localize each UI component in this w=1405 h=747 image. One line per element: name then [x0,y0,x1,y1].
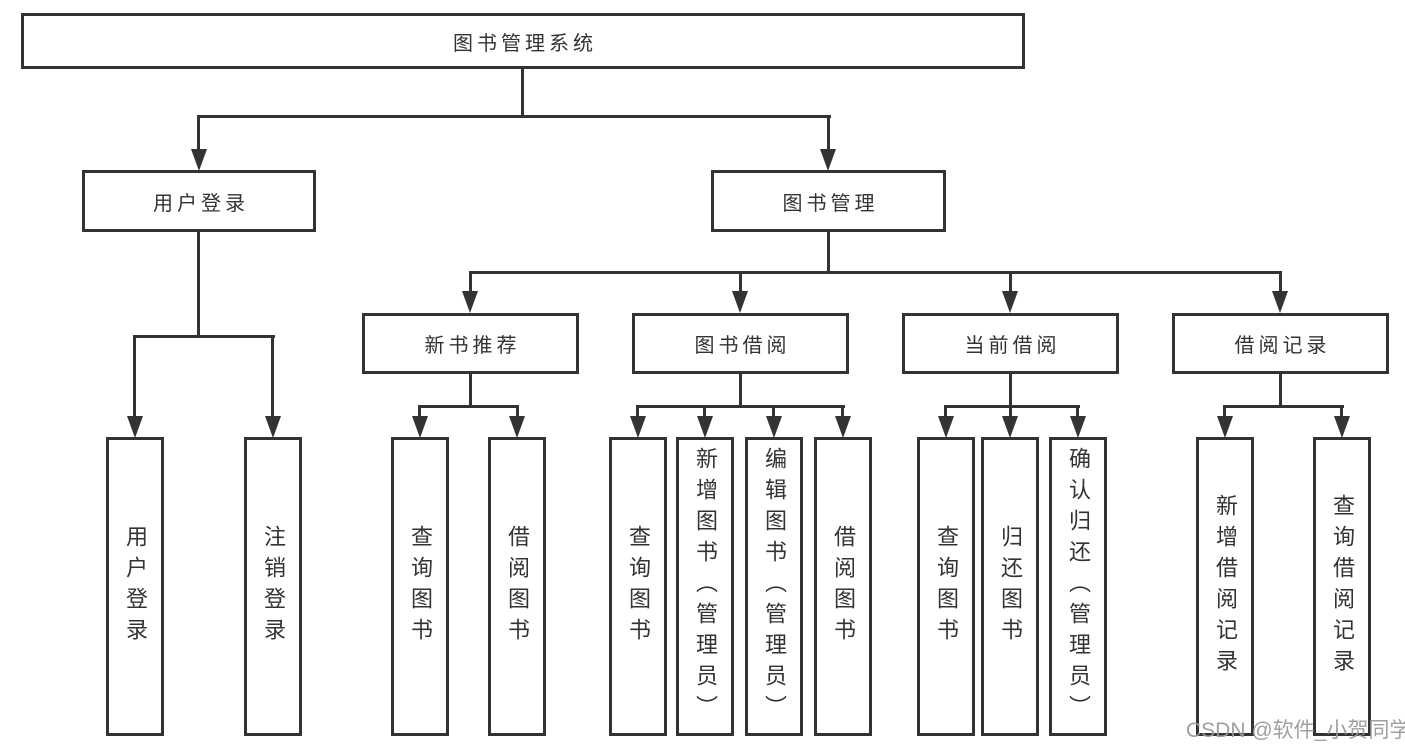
connector-root-branch [197,115,831,118]
connector-root-drop-left [197,115,200,149]
arrow-down-icon [835,416,851,438]
arrow-down-icon [820,149,836,171]
connector-bb-drop-4 [841,405,844,416]
connector-userlogin-drop-1 [133,335,136,416]
node-leaf-bb-edit-books-admin: 编辑图书（管理员） [745,437,803,736]
arrow-down-icon [412,416,428,438]
node-leaf-bb-edit-books-admin-label: 编辑图书（管理员） [762,447,787,726]
arrow-down-icon [1070,416,1086,438]
node-leaf-nbr-query-books-label: 查询图书 [408,524,433,649]
node-leaf-cb-return-books: 归还图书 [981,437,1039,736]
connector-cb-drop-1 [944,405,947,416]
connector-cb-branch [944,405,1080,408]
connector-nbr-drop-2 [516,405,519,416]
node-leaf-bb-query-books-label: 查询图书 [626,524,651,649]
connector-bb-stem [739,374,742,408]
connector-cb-stem [1009,374,1012,408]
node-leaf-bb-query-books: 查询图书 [609,437,667,736]
connector-br-drop-1 [1223,405,1226,416]
node-book-management: 图书管理 [711,170,946,232]
arrow-down-icon [630,416,646,438]
connector-bookmgmt-drop-3 [1009,271,1012,291]
arrow-down-icon [191,149,207,171]
connector-bookmgmt-drop-2 [739,271,742,291]
node-current-borrow: 当前借阅 [902,313,1119,374]
connector-root-stem [521,69,524,118]
connector-bookmgmt-drop-4 [1279,271,1282,291]
node-new-book-recommend: 新书推荐 [362,313,579,374]
node-new-book-recommend-label: 新书推荐 [424,335,521,357]
connector-bookmgmt-branch [469,271,1282,274]
arrow-down-icon [1002,291,1018,313]
node-leaf-cb-query-books-label: 查询图书 [934,524,959,649]
arrow-down-icon [938,416,954,438]
connector-bb-branch [636,405,845,408]
connector-br-stem [1279,374,1282,408]
node-leaf-bb-borrow-books-label: 借阅图书 [831,524,856,649]
connector-userlogin-stem [197,232,200,338]
connector-userlogin-branch [133,335,275,338]
node-leaf-cb-confirm-return-admin-label: 确认归还（管理员） [1066,447,1091,726]
node-leaf-user-login: 用户登录 [106,437,164,736]
connector-br-drop-2 [1340,405,1343,416]
node-leaf-br-query-record: 查询借阅记录 [1313,437,1371,736]
node-leaf-cb-return-books-label: 归还图书 [998,524,1023,649]
node-borrow-record: 借阅记录 [1172,313,1389,374]
node-leaf-br-add-record: 新增借阅记录 [1196,437,1254,736]
node-root: 图书管理系统 [21,13,1025,69]
csdn-watermark: CSDN @软件_小贺同学 [1186,719,1405,742]
arrow-down-icon [509,416,525,438]
node-leaf-user-login-label: 用户登录 [123,524,148,649]
connector-br-branch [1223,405,1344,408]
arrow-down-icon [766,416,782,438]
connector-bb-drop-1 [636,405,639,416]
node-leaf-bb-borrow-books: 借阅图书 [814,437,872,736]
connector-cb-drop-2 [1009,405,1012,416]
connector-bookmgmt-drop-1 [469,271,472,291]
node-leaf-nbr-borrow-books-label: 借阅图书 [505,524,530,649]
arrow-down-icon [697,416,713,438]
node-leaf-logout: 注销登录 [244,437,302,736]
arrow-down-icon [1217,416,1233,438]
node-leaf-br-query-record-label: 查询借阅记录 [1330,493,1355,680]
arrow-down-icon [732,291,748,313]
connector-bb-drop-3 [772,405,775,416]
node-borrow-record-label: 借阅记录 [1234,335,1331,357]
node-book-borrow: 图书借阅 [632,313,849,374]
arrow-down-icon [1334,416,1350,438]
connector-nbr-stem [469,374,472,408]
node-user-login-label: 用户登录 [153,192,249,215]
node-leaf-bb-add-books-admin-label: 新增图书（管理员） [693,447,718,726]
connector-nbr-drop-1 [418,405,421,416]
node-leaf-cb-confirm-return-admin: 确认归还（管理员） [1049,437,1107,736]
connector-root-drop-right [827,115,830,149]
arrow-down-icon [1002,416,1018,438]
connector-bookmgmt-stem [827,232,830,274]
arrow-down-icon [462,291,478,313]
connector-bb-drop-2 [703,405,706,416]
node-leaf-br-add-record-label: 新增借阅记录 [1213,493,1238,680]
node-leaf-nbr-query-books: 查询图书 [391,437,449,736]
node-leaf-logout-label: 注销登录 [261,524,286,649]
node-root-label: 图书管理系统 [453,32,597,55]
connector-nbr-branch [418,405,519,408]
node-leaf-cb-query-books: 查询图书 [917,437,975,736]
arrow-down-icon [127,416,143,438]
connector-userlogin-drop-2 [271,335,274,416]
node-book-management-label: 图书管理 [782,192,879,215]
arrow-down-icon [1272,291,1288,313]
node-book-borrow-label: 图书借阅 [694,335,791,357]
node-leaf-nbr-borrow-books: 借阅图书 [488,437,546,736]
arrow-down-icon [265,416,281,438]
node-user-login: 用户登录 [82,170,316,232]
connector-cb-drop-3 [1076,405,1079,416]
node-current-borrow-label: 当前借阅 [964,335,1061,357]
node-leaf-bb-add-books-admin: 新增图书（管理员） [676,437,734,736]
